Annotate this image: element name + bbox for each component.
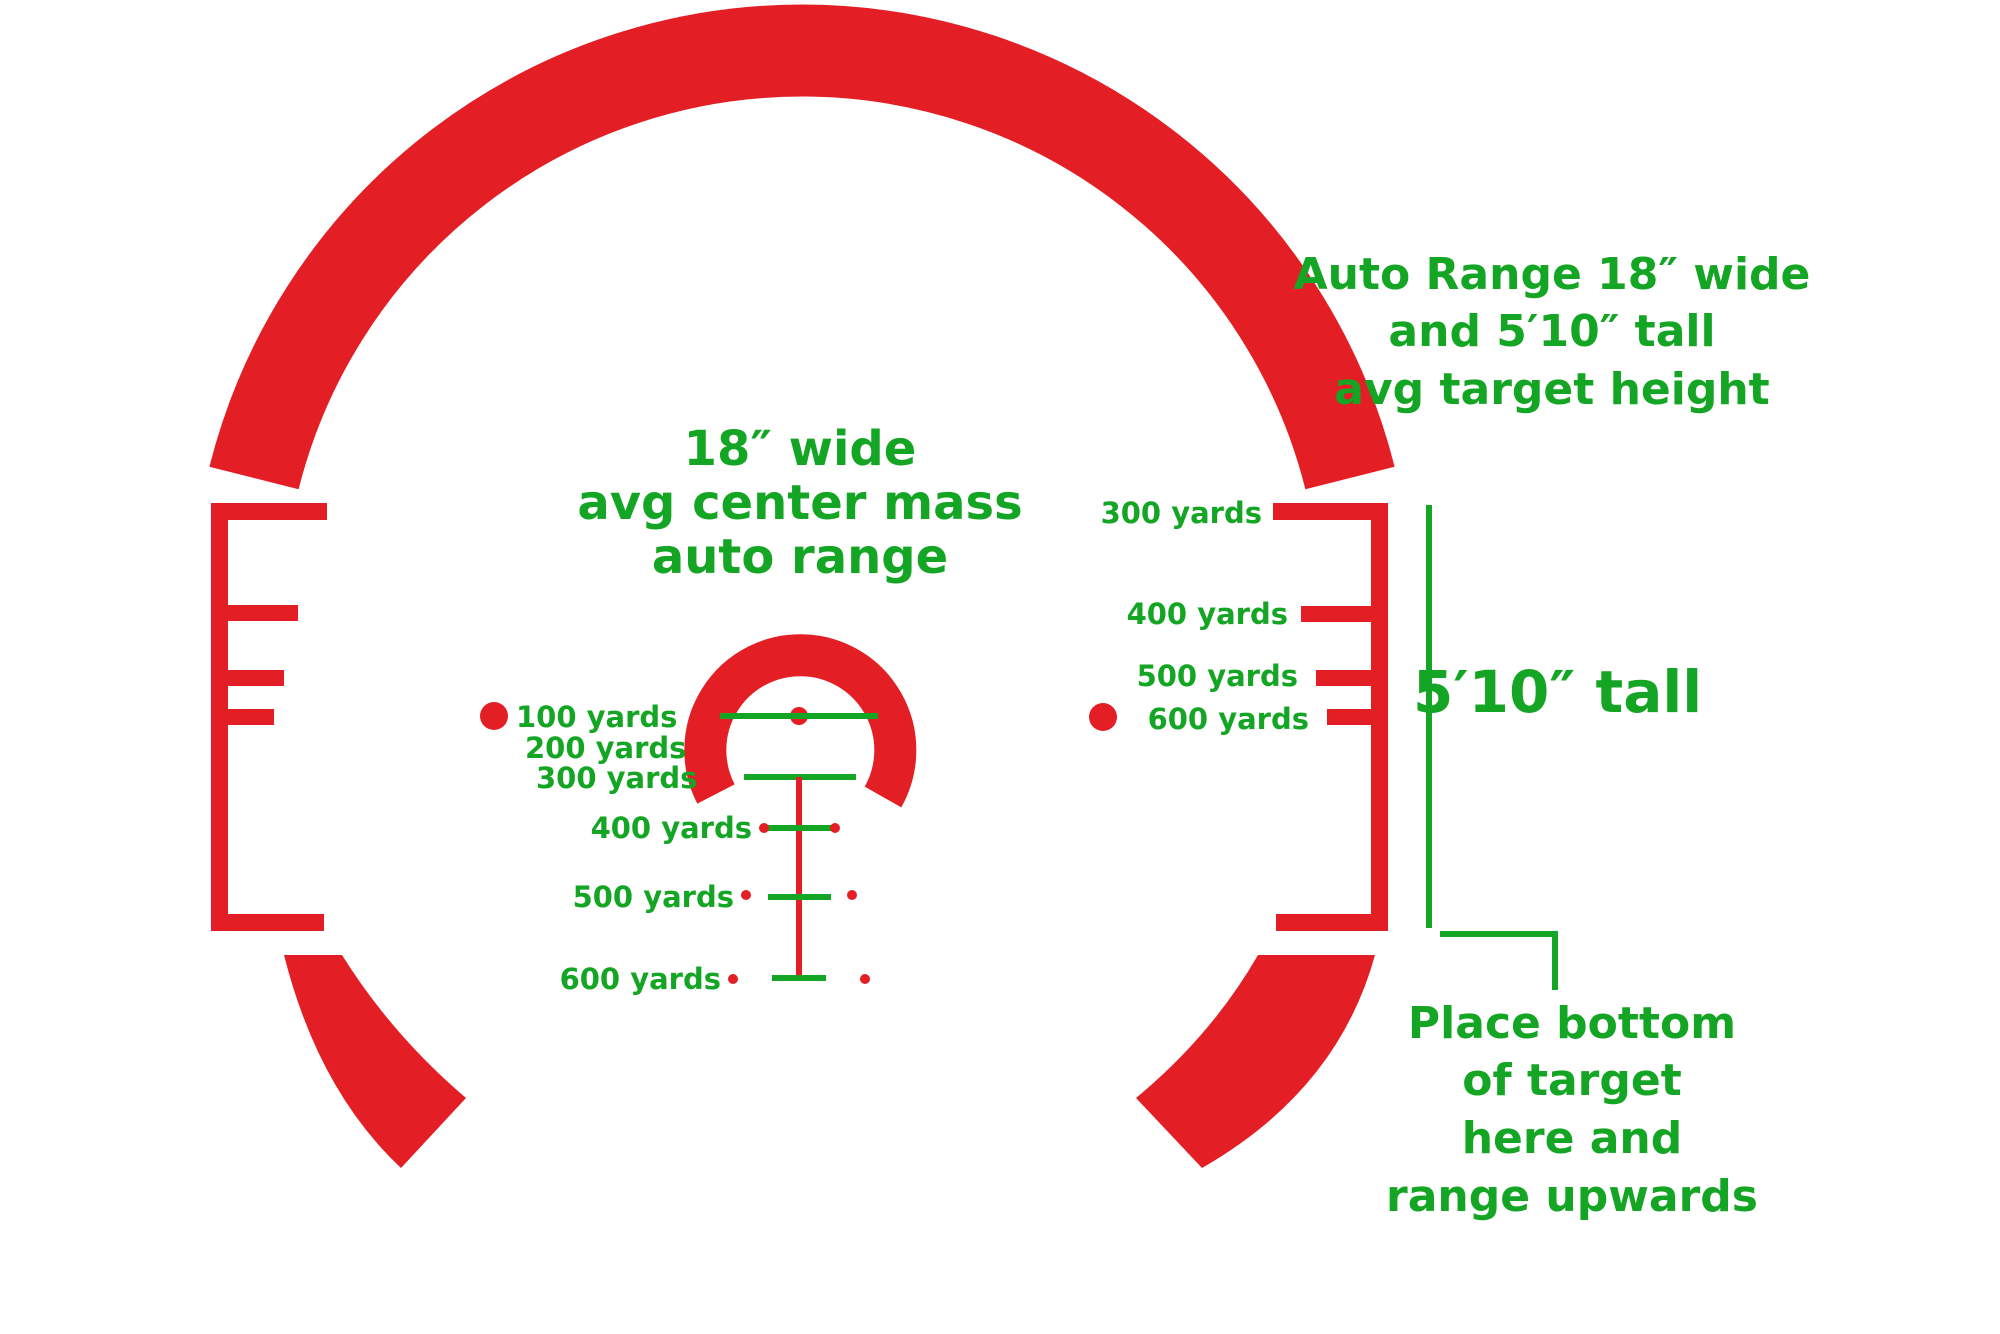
center-horseshoe — [684, 634, 917, 808]
top-right-label-line2: and 5′10″ tall — [1388, 306, 1715, 357]
center-range-label-200: 200 yards — [525, 731, 686, 765]
bottom-pointer-line — [1440, 931, 1558, 990]
center-label-line3: auto range — [652, 529, 948, 585]
center-label-line2: avg center mass — [577, 475, 1022, 531]
outer-ring-lower-left-arc — [284, 955, 466, 1168]
right-range-label-300: 300 yards — [1101, 496, 1262, 530]
wind-dot-500-right — [847, 890, 857, 900]
right-range-label-600: 600 yards — [1148, 702, 1309, 736]
right-dot — [1089, 703, 1117, 731]
right-range-label-400: 400 yards — [1127, 597, 1288, 631]
wind-dot-400-right — [830, 823, 840, 833]
bottom-right-label-line3: here and — [1462, 1113, 1683, 1164]
top-right-label-line3: avg target height — [1334, 364, 1769, 415]
left-dot — [480, 702, 508, 730]
center-range-label-400: 400 yards — [591, 811, 752, 845]
right-range-label-500: 500 yards — [1137, 659, 1298, 693]
center-range-label-600: 600 yards — [560, 962, 721, 996]
center-range-label-500: 500 yards — [573, 880, 734, 914]
bottom-right-label-line4: range upwards — [1386, 1171, 1758, 1222]
top-right-label-line1: Auto Range 18″ wide — [1294, 249, 1811, 300]
wind-dot-600-left — [728, 974, 738, 984]
wind-dot-600-right — [860, 974, 870, 984]
right-bracket — [1273, 503, 1388, 931]
outer-ring-top-arc — [209, 4, 1395, 490]
height-label: 5′10″ tall — [1413, 658, 1702, 726]
center-range-label-100: 100 yards — [516, 700, 677, 734]
outer-ring-lower-right-arc — [1136, 955, 1375, 1168]
center-label-line1: 18″ wide — [684, 421, 917, 477]
wind-dot-400-left — [759, 823, 769, 833]
wind-dot-500-left — [741, 890, 751, 900]
bottom-right-label-line2: of target — [1462, 1055, 1681, 1106]
center-range-label-300: 300 yards — [536, 761, 697, 795]
left-bracket — [211, 503, 327, 931]
bottom-right-label-line1: Place bottom — [1408, 998, 1736, 1049]
